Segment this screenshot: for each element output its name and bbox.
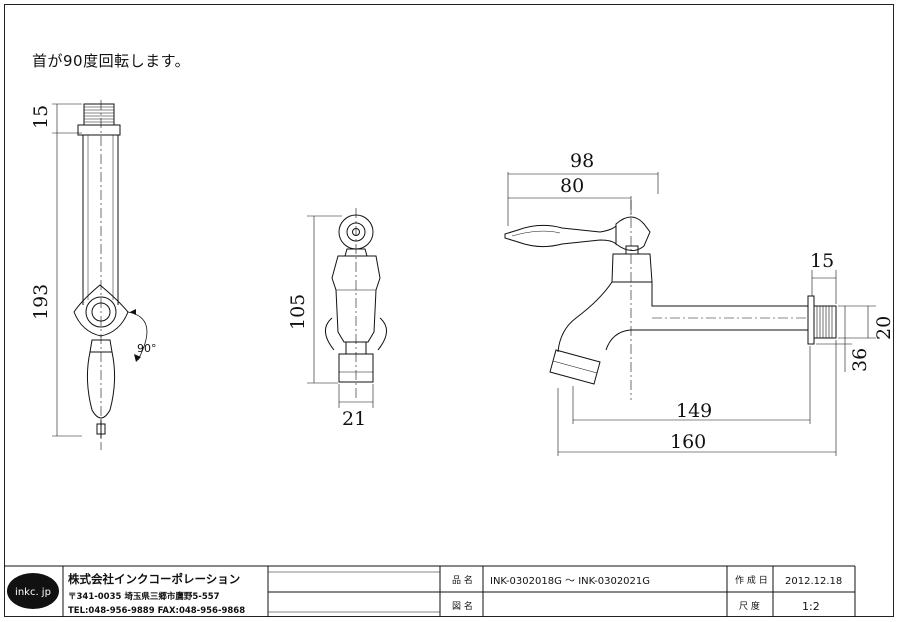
profile-body-dim: 36	[849, 348, 871, 372]
rotation-angle-label: 90°	[137, 342, 157, 355]
company-address: 〒341-0035 埼玉県三郷市鷹野5-557	[68, 591, 220, 602]
profile-view: 98 80 15 20 36 149 160	[504, 150, 895, 456]
drawing-frame	[4, 4, 894, 617]
side-top-dim: 15	[30, 105, 52, 129]
profile-cap	[615, 216, 651, 251]
profile-thread	[813, 305, 837, 339]
logo-text: inkc. jp	[15, 587, 51, 598]
front-view: 105 21	[287, 208, 387, 430]
side-handle	[86, 351, 116, 419]
scale-label: 尺 度	[739, 600, 760, 612]
side-joint	[73, 284, 129, 337]
profile-reach-dim: 149	[676, 400, 712, 422]
front-width-dim: 21	[342, 408, 366, 430]
profile-outer-dim: 98	[570, 150, 594, 172]
title-block: inkc. jp 株式会社インクコーポレーション 〒341-0035 埼玉県三郷…	[4, 565, 856, 617]
front-outlet	[338, 353, 374, 383]
date-value: 2012.12.18	[785, 576, 842, 587]
profile-outlet	[549, 349, 601, 385]
side-flange	[77, 124, 121, 136]
date-label: 作 成 日	[735, 574, 768, 586]
side-height-dim: 193	[30, 284, 52, 320]
side-view: 90° 15 193	[30, 100, 157, 450]
profile-inner-dim: 80	[560, 175, 584, 197]
front-body	[331, 255, 381, 343]
company-name: 株式会社インクコーポレーション	[68, 572, 240, 586]
profile-total-dim: 160	[670, 431, 706, 453]
drawing-name-label: 図 名	[452, 600, 473, 612]
product-name-label: 品 名	[452, 574, 473, 586]
profile-spout	[605, 281, 809, 351]
profile-thread-dim: 15	[810, 250, 834, 272]
profile-lever	[504, 224, 617, 248]
front-height-dim: 105	[287, 294, 309, 330]
company-logo	[7, 573, 59, 609]
profile-thread-dia-dim: 20	[873, 316, 895, 340]
rotation-note: 首が90度回転します。	[32, 52, 191, 70]
scale-value: 1:2	[802, 600, 820, 613]
profile-flange	[807, 295, 815, 345]
company-contact: TEL:048-956-9889 FAX:048-956-9868	[68, 606, 245, 616]
product-name-value: INK-0302018G 〜 INK-0302021G	[490, 576, 650, 587]
